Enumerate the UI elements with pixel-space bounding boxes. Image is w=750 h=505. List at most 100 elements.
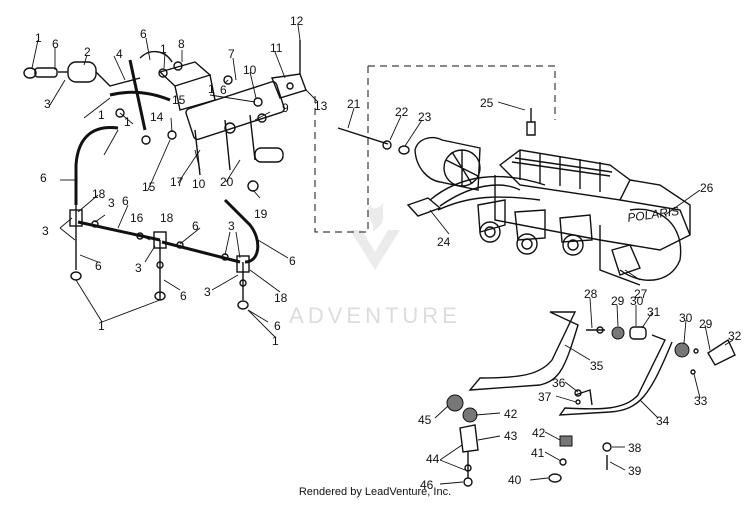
callout-number: 32 bbox=[728, 329, 742, 343]
clamp-part bbox=[115, 108, 125, 118]
mount-plate-part bbox=[459, 424, 479, 453]
callout-number: 6 bbox=[192, 219, 199, 233]
callout-number: 41 bbox=[531, 446, 545, 460]
head-fins bbox=[514, 157, 613, 173]
silencer-spokes bbox=[445, 150, 479, 186]
callout-number: 3 bbox=[228, 219, 235, 233]
callout-number: 16 bbox=[130, 211, 144, 225]
pump-fitting bbox=[224, 122, 236, 134]
callout-number: 2 bbox=[84, 45, 91, 59]
carb-body bbox=[477, 199, 506, 233]
callout-number: 14 bbox=[150, 110, 164, 124]
pin-part bbox=[575, 399, 581, 405]
carb-body bbox=[559, 214, 593, 243]
callout-number: 23 bbox=[418, 110, 432, 124]
callout-number: 3 bbox=[135, 261, 142, 275]
callout-number: 33 bbox=[694, 394, 708, 408]
callout-number: 6 bbox=[289, 254, 296, 268]
carburetor-part bbox=[516, 233, 538, 255]
clamp-part bbox=[141, 135, 151, 145]
callout-number: 24 bbox=[437, 235, 451, 249]
callout-number: 28 bbox=[584, 287, 598, 301]
callout-number: 42 bbox=[532, 426, 546, 440]
sensor-wire bbox=[439, 184, 521, 207]
callout-number: 46 bbox=[420, 478, 434, 492]
fuel-filter-part bbox=[67, 61, 97, 83]
callout-number: 3 bbox=[44, 97, 51, 111]
nut-part bbox=[464, 464, 472, 472]
callout-number: 6 bbox=[122, 194, 129, 208]
callout-number: 17 bbox=[170, 175, 184, 189]
fuel-line-assembly bbox=[23, 40, 307, 310]
plate-hole bbox=[286, 82, 294, 90]
tee-fitting bbox=[236, 255, 250, 273]
spark-plug-part bbox=[526, 108, 536, 136]
carburetor-bore bbox=[567, 239, 579, 251]
callout-number: 8 bbox=[178, 37, 185, 51]
bushing-part bbox=[674, 342, 690, 358]
callout-number: 36 bbox=[552, 376, 566, 390]
engine-mount-boss bbox=[611, 244, 641, 276]
fuel-hose-6 bbox=[74, 125, 119, 205]
carburetor-part bbox=[479, 221, 501, 243]
callout-number: 6 bbox=[95, 259, 102, 273]
carburetor-bore bbox=[521, 238, 533, 250]
callout-number: 6 bbox=[40, 171, 47, 185]
engine-assembly bbox=[477, 108, 691, 286]
callout-number: 6 bbox=[140, 27, 147, 41]
clamp-part bbox=[239, 279, 247, 287]
callout-number: 38 bbox=[628, 441, 642, 455]
mount-bracket-35 bbox=[468, 311, 579, 391]
credit-footer: Rendered by LeadVenture, Inc. bbox=[298, 486, 452, 498]
callout-number: 12 bbox=[290, 14, 304, 28]
sensor-wire bbox=[437, 196, 541, 211]
clamp-part bbox=[91, 220, 99, 228]
fuel-hose-long bbox=[109, 90, 171, 102]
engine-block bbox=[494, 175, 691, 251]
callout-number: 11 bbox=[270, 41, 283, 55]
callout-number: 25 bbox=[480, 96, 494, 110]
callout-number: 30 bbox=[679, 311, 693, 325]
bracket-part-32 bbox=[707, 338, 736, 366]
carb-body bbox=[514, 209, 546, 241]
grommet-part bbox=[398, 145, 410, 155]
pump-body bbox=[174, 74, 216, 111]
fuel-hose-cross bbox=[161, 240, 241, 264]
washer-part bbox=[693, 348, 699, 354]
callout-number: 15 bbox=[172, 93, 186, 107]
sensor-part bbox=[406, 197, 442, 217]
callout-number: 3 bbox=[204, 285, 211, 299]
pump-outlet bbox=[254, 147, 284, 163]
callout-number: 37 bbox=[538, 390, 552, 404]
callout-number: 42 bbox=[504, 407, 518, 421]
callout-number: 18 bbox=[92, 187, 106, 201]
grommet-part bbox=[247, 180, 259, 192]
callout-number: 15 bbox=[142, 180, 156, 194]
fuel-hose-loop bbox=[139, 51, 173, 63]
callout-number: 3 bbox=[108, 196, 115, 210]
head-fins bbox=[511, 161, 611, 177]
engine-lower bbox=[599, 225, 641, 286]
callout-number: 45 bbox=[418, 413, 432, 427]
callout-number: 22 bbox=[395, 105, 409, 119]
callout-number: 19 bbox=[254, 207, 268, 221]
callout-number: 1 bbox=[98, 319, 105, 333]
bracket-tab bbox=[574, 389, 593, 406]
carburetor-bore bbox=[484, 226, 496, 238]
callout-number: 39 bbox=[628, 464, 642, 478]
washer-part bbox=[611, 326, 625, 340]
rubber-mount-part bbox=[446, 394, 464, 412]
cap-part bbox=[237, 300, 249, 310]
nut-part bbox=[463, 477, 473, 487]
nut-part bbox=[690, 369, 696, 375]
callout-number: 40 bbox=[508, 473, 522, 487]
callout-number: 43 bbox=[504, 429, 518, 443]
callout-number: 26 bbox=[700, 181, 714, 195]
callout-number: 1 bbox=[98, 108, 105, 122]
leader-lines bbox=[31, 24, 734, 485]
callout-number: 10 bbox=[243, 63, 257, 77]
clamp-part bbox=[173, 61, 183, 71]
callout-number: 1 bbox=[160, 42, 167, 56]
engine-block-edge bbox=[619, 199, 691, 236]
